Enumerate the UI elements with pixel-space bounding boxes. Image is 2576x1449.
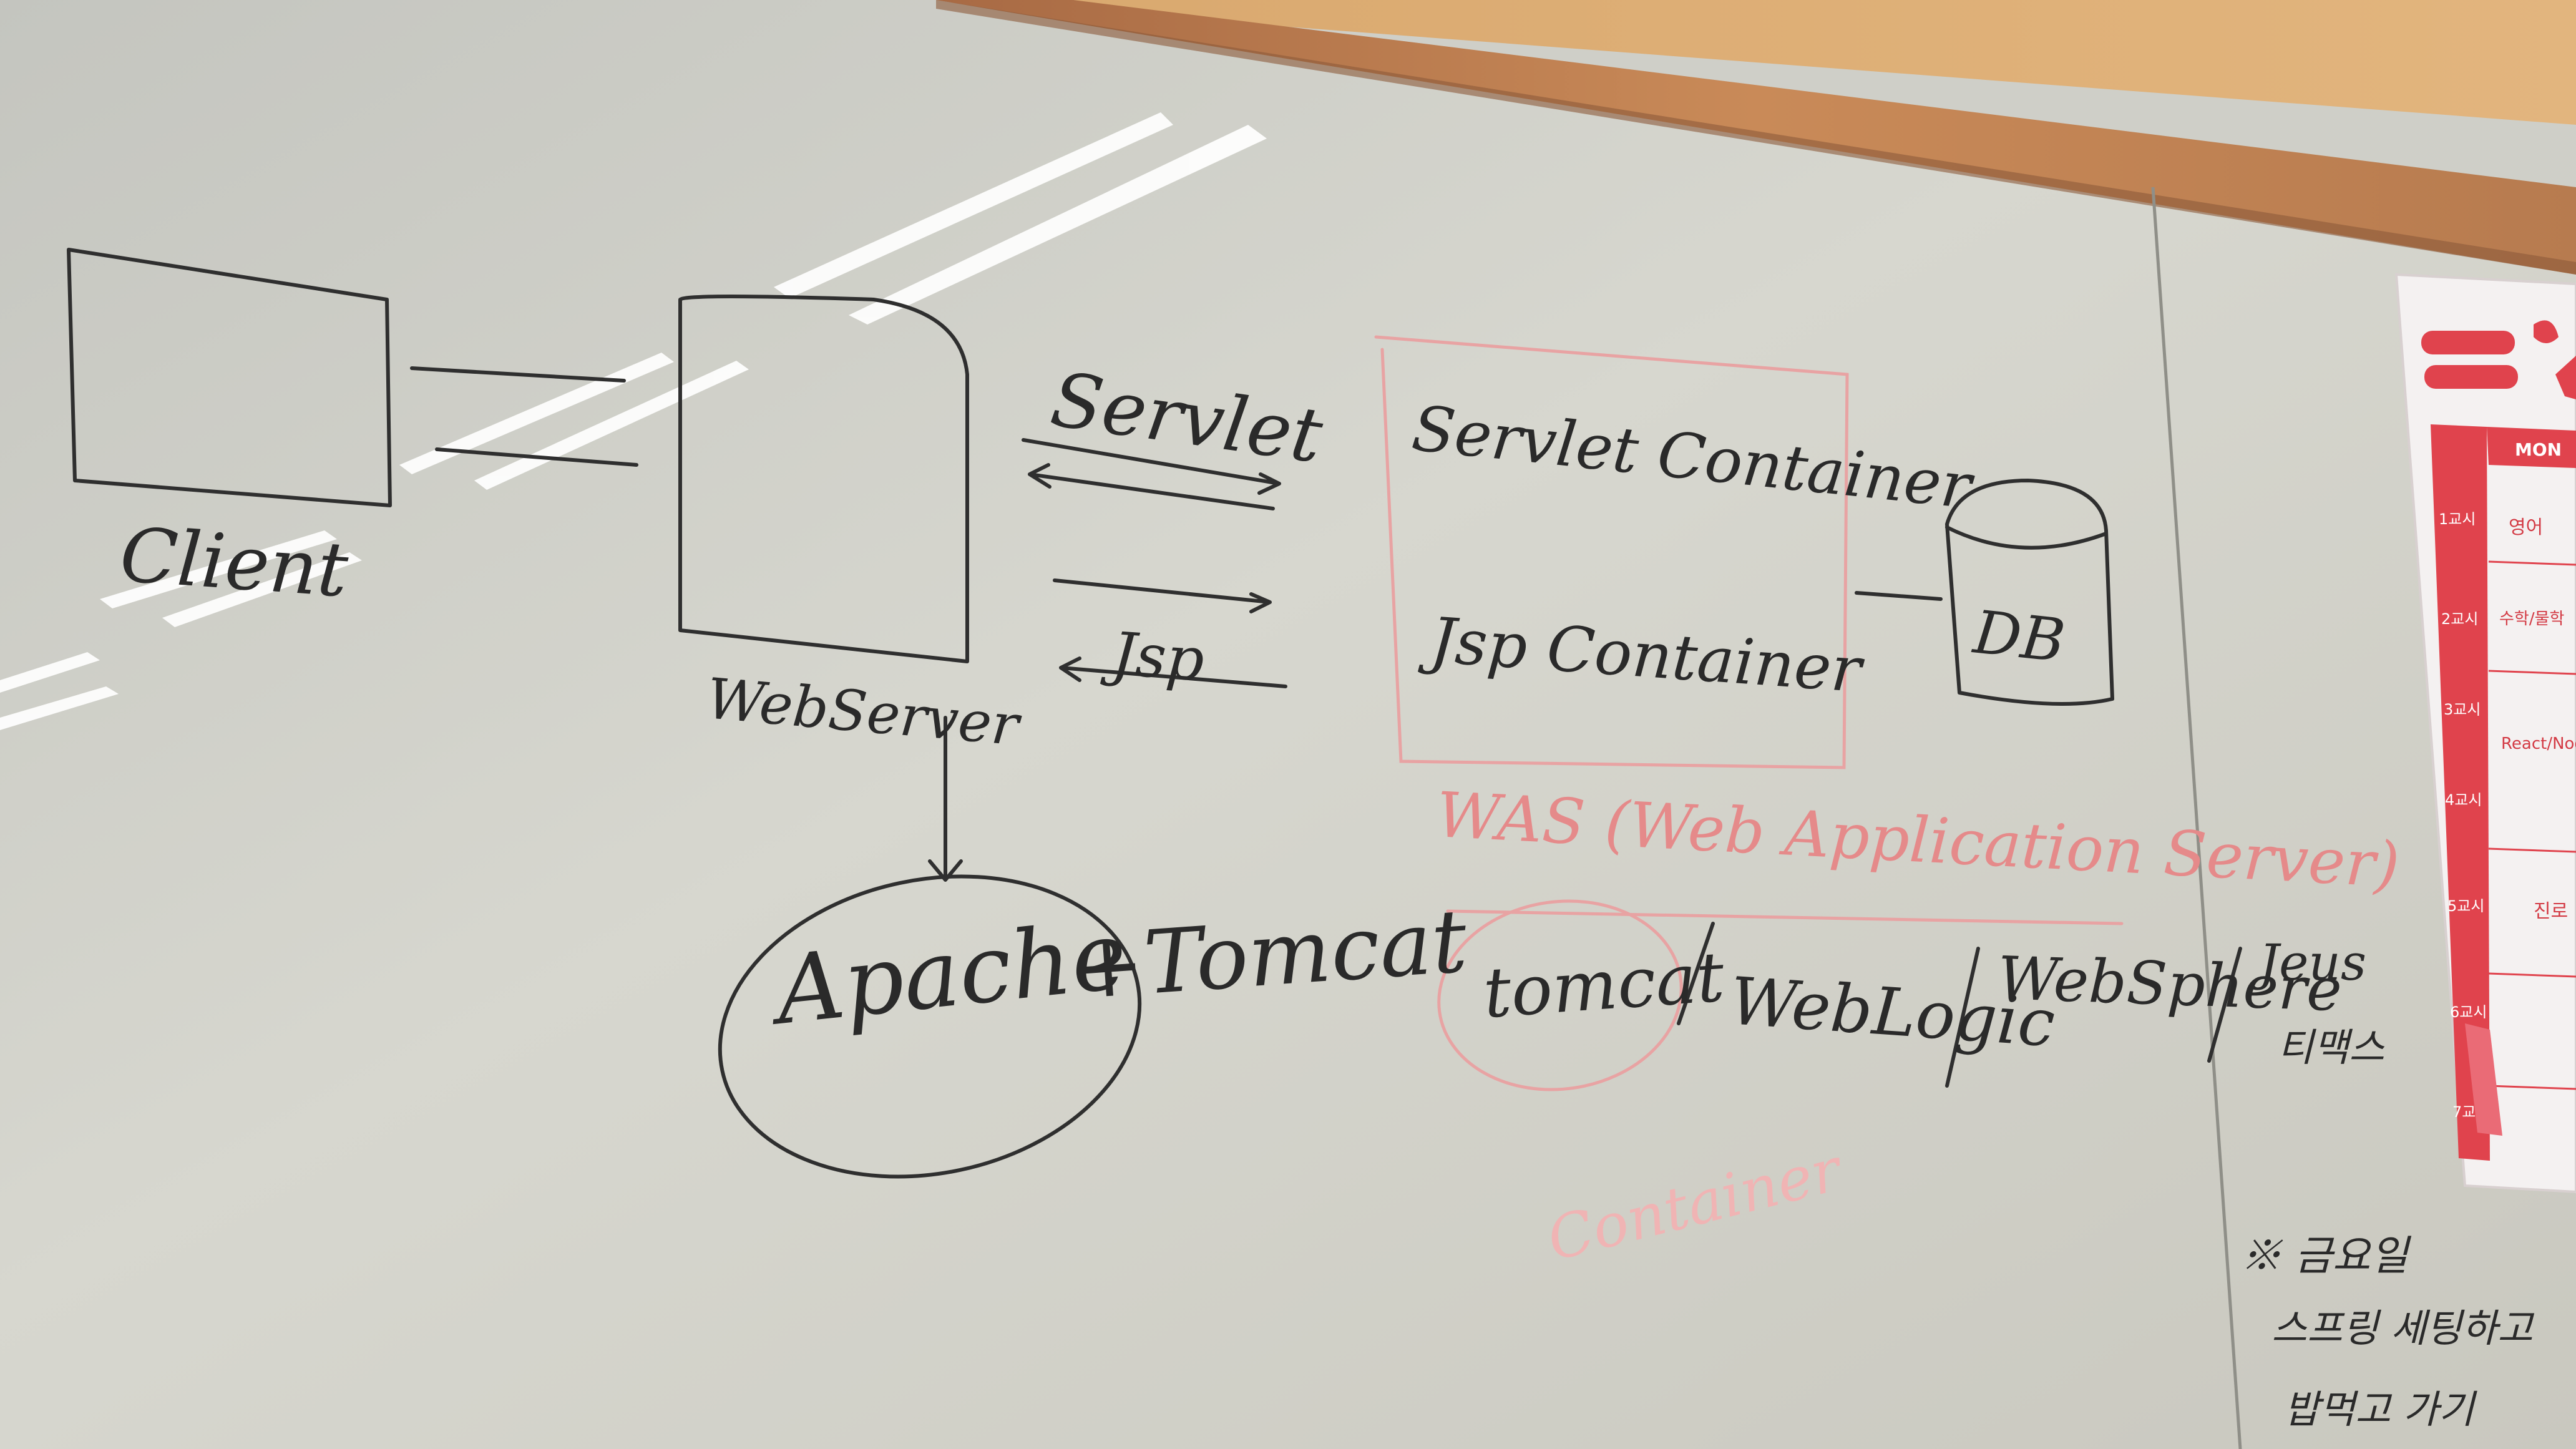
- poster-time-column: [2431, 424, 2490, 1161]
- poster-period-3: 3교시: [2444, 701, 2481, 718]
- note-line-1: ※ 금요일: [2240, 1232, 2411, 1280]
- tomcat-label: tomcat: [1481, 937, 1727, 1033]
- poster-subject-3: React/Node.js: [2501, 734, 2576, 753]
- container-db-line: [1855, 591, 1943, 601]
- client-box: [67, 248, 392, 507]
- note-line-3: 밥먹고 가기: [2284, 1387, 2477, 1432]
- jsp-label: Jsp: [1100, 619, 1206, 695]
- board-seam: [2151, 187, 2242, 1449]
- apache-ellipse: [718, 874, 1142, 1179]
- poster-period-4: 4교시: [2445, 791, 2482, 809]
- poster-period-5: 5교시: [2447, 897, 2484, 915]
- tomcat-ellipse: [1437, 899, 1683, 1091]
- poster-pencil-icon: [2465, 1023, 2502, 1136]
- poster-tag-1: [2421, 331, 2515, 354]
- poster-period-1: 1교시: [2439, 510, 2476, 528]
- client-label: Client: [117, 512, 351, 614]
- websphere-label: WebSphere: [1996, 944, 2343, 1025]
- servlet-response-arrow: [1028, 463, 1275, 510]
- webserver-box: [678, 295, 969, 663]
- jeus-sub-label: 티맥스: [2278, 1025, 2385, 1070]
- poster-tag-2: [2424, 365, 2518, 389]
- was-container-box: [1374, 335, 1849, 769]
- timetable-poster: MON 1교시 2교시 3교시 4교시 5교시 6교시 7교시 영어 수학/물학…: [2394, 273, 2576, 1194]
- poster-subject-5: 진로: [2534, 900, 2568, 922]
- poster-period-6: 6교시: [2450, 1003, 2487, 1021]
- jeus-label: Jeus: [2250, 934, 2366, 992]
- db-cylinder: [1945, 479, 2114, 706]
- webserver-down-arrow: [928, 716, 963, 882]
- poster-day-header-text: MON: [2515, 439, 2562, 460]
- jsp-response-arrow: [1059, 656, 1287, 688]
- wall-area: [936, 0, 2576, 125]
- client-arrow: [410, 366, 626, 383]
- jsp-request-arrow: [1053, 578, 1272, 613]
- poster-period-2: 2교시: [2441, 610, 2478, 628]
- poster-subject-2: 수학/물학: [2499, 610, 2564, 628]
- poster-subject-1: 영어: [2509, 517, 2543, 539]
- db-label: DB: [1969, 598, 2069, 676]
- poster-day-header: [2487, 427, 2576, 468]
- servlet-request-arrow: [1022, 438, 1281, 495]
- note-line-2: 스프링 세팅하고: [2271, 1305, 2535, 1351]
